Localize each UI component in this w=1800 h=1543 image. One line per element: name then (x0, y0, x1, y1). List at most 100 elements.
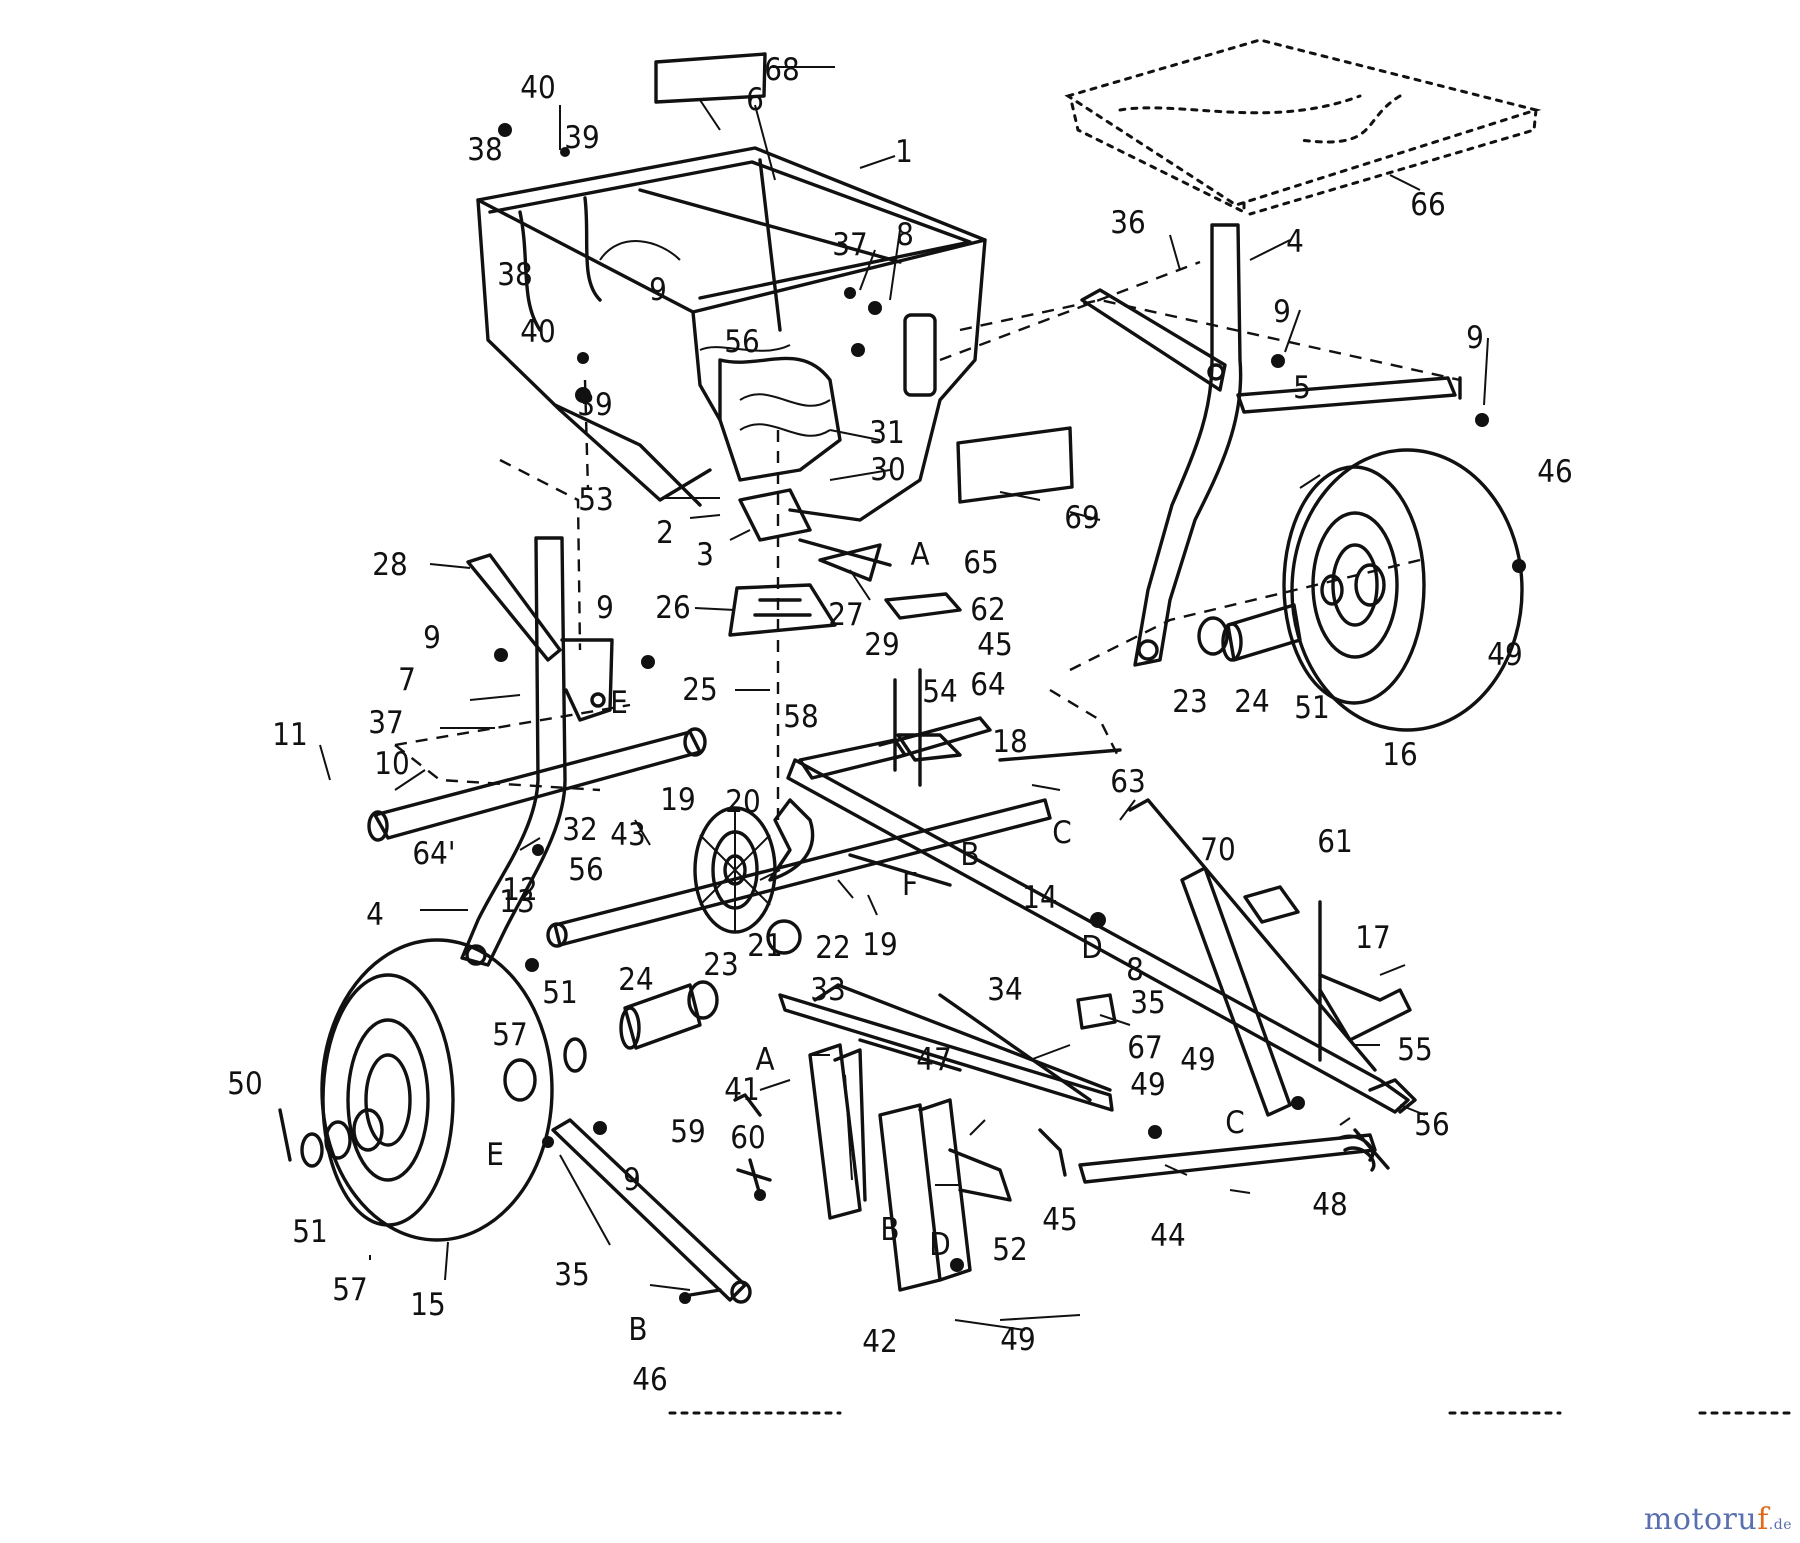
part-label-56a: 56 (724, 324, 759, 360)
part-label-45b: 45 (1042, 1202, 1077, 1238)
part-label-57a: 57 (492, 1017, 527, 1053)
part-label-59: 59 (670, 1114, 705, 1150)
part-label-22: 22 (815, 930, 850, 966)
part-label-6: 6 (746, 82, 764, 118)
part-label-4a: 4 (1286, 224, 1304, 260)
part-label-9c: 9 (1466, 320, 1484, 356)
part-label-9b: 9 (1273, 294, 1291, 330)
part-label-12: 12 (502, 872, 537, 908)
part-label-66: 66 (1410, 187, 1445, 223)
part-label-3: 3 (696, 537, 714, 573)
part-label-63: 63 (1110, 764, 1145, 800)
right-lever (1076, 866, 1417, 1117)
part-label-42: 42 (862, 1324, 897, 1360)
part-label-9f: 9 (623, 1162, 641, 1198)
part-label-46a: 46 (1537, 454, 1572, 490)
part-label-36: 36 (1110, 205, 1145, 241)
part-label-43: 43 (610, 817, 645, 853)
part-label-29: 29 (864, 627, 899, 663)
part-label-C2: C (1225, 1105, 1244, 1141)
hardware-fasteners (494, 123, 1526, 1304)
part-label-D2: D (929, 1227, 950, 1263)
part-label-19a: 19 (660, 782, 695, 818)
part-label-45a: 45 (977, 627, 1012, 663)
watermark-accent: f (1757, 1502, 1769, 1537)
part-label-21: 21 (747, 928, 782, 964)
part-label-44: 44 (1150, 1218, 1185, 1254)
left-wheel (278, 938, 719, 1242)
part-label-30: 30 (870, 452, 905, 488)
part-label-32: 32 (562, 812, 597, 848)
part-label-4b: 4 (366, 897, 384, 933)
part-label-8a: 8 (896, 217, 914, 253)
watermark-text: motoru (1643, 1502, 1758, 1537)
part-label-D1: D (1081, 930, 1102, 966)
part-label-34: 34 (987, 972, 1022, 1008)
gear (693, 798, 815, 955)
alignment-line-1 (939, 260, 1201, 362)
part-label-54: 54 (922, 674, 957, 710)
part-label-62: 62 (970, 592, 1005, 628)
part-label-55: 55 (1397, 1032, 1432, 1068)
part-label-51c: 51 (292, 1214, 327, 1250)
part-label-56b: 56 (568, 852, 603, 888)
part-label-11: 11 (272, 717, 307, 753)
alignment-line-4 (1049, 688, 1122, 761)
part-label-31: 31 (869, 415, 904, 451)
part-label-A2: A (755, 1042, 774, 1078)
part-label-24a: 24 (1234, 684, 1269, 720)
part-label-35a: 35 (1130, 985, 1165, 1021)
part-label-23b: 23 (703, 947, 738, 983)
part-label-2: 2 (656, 515, 674, 551)
part-label-64a: 64 (970, 667, 1005, 703)
frame-rail (786, 758, 1410, 1114)
part-label-49a: 49 (1487, 637, 1522, 673)
part-label-1: 1 (895, 134, 913, 170)
part-label-69: 69 (1064, 500, 1099, 536)
part-label-B2: B (880, 1212, 899, 1248)
part-label-38b: 38 (497, 257, 532, 293)
part-label-27: 27 (828, 597, 863, 633)
part-label-23a: 23 (1172, 684, 1207, 720)
part-label-E1: E (610, 685, 628, 721)
part-label-A1: A (910, 537, 929, 573)
alignment-line-3 (1069, 558, 1421, 672)
decal-69 (956, 426, 1074, 504)
leader-lines (319, 66, 1489, 1331)
part-label-49c: 49 (1130, 1067, 1165, 1103)
part-label-C1: C (1052, 815, 1071, 851)
part-label-20: 20 (725, 784, 760, 820)
part-label-7: 7 (398, 662, 416, 698)
part-label-10: 10 (374, 746, 409, 782)
agitator-assembly (728, 430, 962, 820)
part-label-39a: 39 (564, 120, 599, 156)
part-label-70: 70 (1200, 832, 1235, 868)
part-label-5: 5 (1293, 370, 1311, 406)
part-label-46b: 46 (632, 1362, 667, 1398)
part-label-48: 48 (1312, 1187, 1347, 1223)
part-label-17: 17 (1355, 920, 1390, 956)
part-label-67: 67 (1127, 1030, 1162, 1066)
part-label-B1: B (960, 837, 979, 873)
part-label-68: 68 (764, 52, 799, 88)
part-label-61: 61 (1317, 824, 1352, 860)
part-label-B3: B (628, 1312, 647, 1348)
left-handle (460, 536, 614, 967)
part-label-49b: 49 (1180, 1042, 1215, 1078)
part-label-51b: 51 (542, 975, 577, 1011)
part-label-37a: 37 (832, 227, 867, 263)
drive-shaft (546, 748, 1122, 948)
gate-plate (798, 668, 992, 787)
part-label-E2: E (486, 1137, 504, 1173)
part-label-41: 41 (724, 1072, 759, 1108)
part-label-65: 65 (963, 545, 998, 581)
decal-68 (654, 52, 767, 104)
part-label-33: 33 (810, 972, 845, 1008)
hopper (476, 146, 987, 522)
part-label-40b: 40 (520, 314, 555, 350)
alignment-line-2 (959, 298, 1461, 382)
part-label-26: 26 (655, 590, 690, 626)
axle-tube (367, 703, 707, 842)
part-label-15: 15 (410, 1287, 445, 1323)
